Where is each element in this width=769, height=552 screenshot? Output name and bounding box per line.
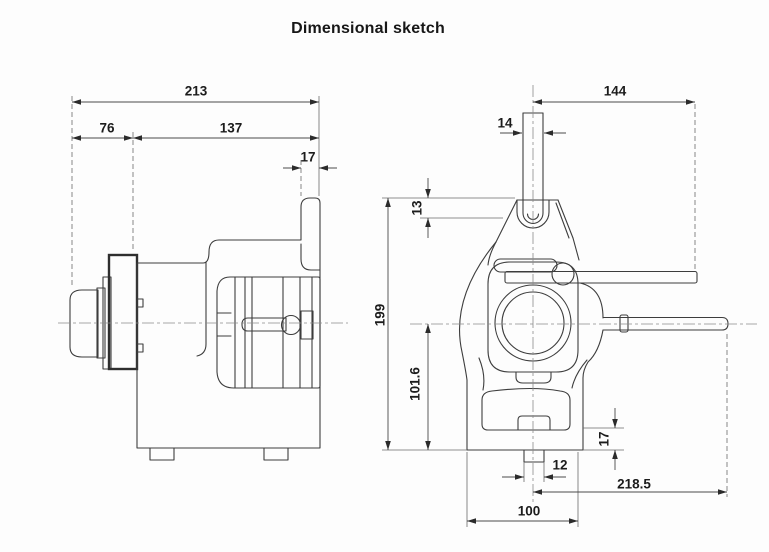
shaft-collar bbox=[619, 314, 629, 333]
bottom-stub bbox=[523, 449, 545, 463]
input-hub bbox=[107, 253, 139, 371]
dim-label-clevis-offset: 13 bbox=[409, 200, 425, 216]
key-slot bbox=[241, 317, 287, 332]
side-bracket bbox=[300, 310, 314, 340]
dim-label-foot-height: 17 bbox=[596, 431, 612, 447]
dim-label-base-width: 100 bbox=[517, 503, 541, 519]
fin-panel bbox=[216, 276, 321, 389]
housing-left-inner bbox=[487, 241, 497, 266]
pivot-stadium bbox=[493, 258, 558, 273]
dim-label-tab-width: 17 bbox=[300, 149, 316, 165]
left-view bbox=[58, 197, 348, 461]
neck-right bbox=[571, 359, 588, 389]
dim-label-stub-width: 12 bbox=[552, 457, 568, 473]
neck-left bbox=[478, 357, 485, 391]
dim-label-center-to-shaft-end: 218.5 bbox=[617, 476, 651, 492]
clevis-left-slope bbox=[495, 199, 518, 243]
housing-right-upper bbox=[572, 237, 580, 261]
bulge-bottom bbox=[582, 329, 604, 451]
pivot-pin bbox=[551, 262, 575, 286]
boss-cup bbox=[515, 371, 552, 384]
shaft-end-cap bbox=[69, 289, 99, 358]
left-view-dimensions bbox=[71, 96, 337, 288]
lever-arm bbox=[504, 270, 698, 284]
drawing-title: Dimensional sketch bbox=[291, 20, 445, 37]
adapter-plate-edge bbox=[196, 261, 207, 357]
clevis-right-inner bbox=[555, 202, 570, 239]
dim-label-shaft-center-height: 101.6 bbox=[407, 367, 423, 401]
base-shield bbox=[481, 387, 571, 431]
right-view-dimensions bbox=[382, 99, 728, 527]
dim-label-overall-height: 199 bbox=[372, 303, 388, 327]
dim-label-overall-length: 213 bbox=[184, 83, 208, 99]
tab-relief bbox=[300, 243, 321, 271]
dim-label-stem-width: 14 bbox=[497, 115, 513, 131]
dim-label-front-section: 76 bbox=[99, 120, 115, 136]
stem bbox=[522, 112, 544, 224]
dim-label-center-to-arm-end: 144 bbox=[603, 83, 627, 99]
shield-tab bbox=[517, 415, 551, 431]
bulge-top bbox=[579, 282, 604, 319]
pin-head bbox=[280, 314, 302, 336]
foot-left bbox=[149, 447, 175, 461]
foot-right bbox=[263, 447, 289, 461]
right-view bbox=[410, 85, 757, 505]
clevis-right-slope bbox=[557, 199, 574, 239]
dim-label-body-section: 137 bbox=[219, 120, 243, 136]
body-outline bbox=[136, 197, 321, 449]
housing-left-profile bbox=[459, 241, 497, 451]
